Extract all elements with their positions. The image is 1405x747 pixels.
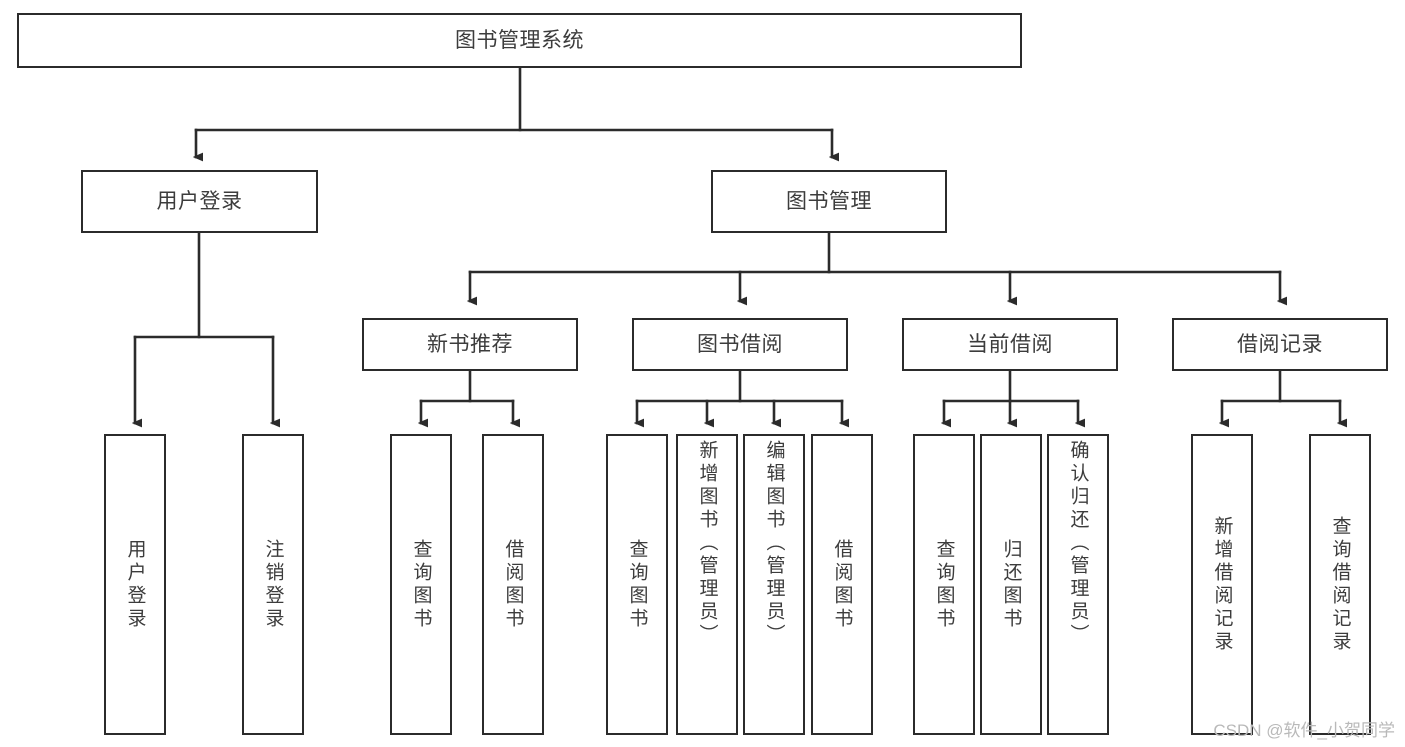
node-label: 新增图书（管理员） <box>696 440 718 647</box>
node-label: 借阅图书 <box>502 538 524 631</box>
node-label: 图书借阅 <box>697 332 783 356</box>
node-label: 确认归还（管理员） <box>1067 440 1089 647</box>
node-label: 用户登录 <box>156 189 243 213</box>
node-book-management[interactable]: 图书管理 <box>711 170 947 233</box>
node-user-login[interactable]: 用户登录 <box>81 170 318 233</box>
node-label: 新书推荐 <box>427 332 513 356</box>
leaf-user-login[interactable]: 用户登录 <box>104 434 166 735</box>
leaf-query-borrow-record[interactable]: 查询借阅记录 <box>1309 434 1371 735</box>
node-label: 借阅记录 <box>1237 332 1323 356</box>
leaf-add-book-admin[interactable]: 新增图书（管理员） <box>676 434 738 735</box>
node-label: 用户登录 <box>124 538 146 631</box>
leaf-confirm-return-admin[interactable]: 确认归还（管理员） <box>1047 434 1109 735</box>
node-root-book-management-system[interactable]: 图书管理系统 <box>17 13 1022 68</box>
leaf-query-book-recommend[interactable]: 查询图书 <box>390 434 452 735</box>
node-label: 查询图书 <box>410 538 432 631</box>
node-label: 图书管理 <box>786 189 872 213</box>
leaf-logout-login[interactable]: 注销登录 <box>242 434 304 735</box>
leaf-edit-book-admin[interactable]: 编辑图书（管理员） <box>743 434 805 735</box>
node-label: 借阅图书 <box>831 538 853 631</box>
node-label: 归还图书 <box>1000 538 1022 631</box>
leaf-borrow-book-recommend[interactable]: 借阅图书 <box>482 434 544 735</box>
node-label: 查询借阅记录 <box>1329 515 1351 654</box>
node-label: 新增借阅记录 <box>1211 515 1233 654</box>
node-label: 查询图书 <box>933 538 955 631</box>
leaf-query-book-borrow[interactable]: 查询图书 <box>606 434 668 735</box>
leaf-query-book-current[interactable]: 查询图书 <box>913 434 975 735</box>
node-label: 当前借阅 <box>967 332 1053 356</box>
node-book-borrow[interactable]: 图书借阅 <box>632 318 848 371</box>
leaf-borrow-book[interactable]: 借阅图书 <box>811 434 873 735</box>
node-current-borrow[interactable]: 当前借阅 <box>902 318 1118 371</box>
node-new-book-recommend[interactable]: 新书推荐 <box>362 318 578 371</box>
node-label: 编辑图书（管理员） <box>763 440 785 647</box>
node-label: 查询图书 <box>626 538 648 631</box>
node-label: 图书管理系统 <box>455 28 584 52</box>
node-borrow-record[interactable]: 借阅记录 <box>1172 318 1388 371</box>
node-label: 注销登录 <box>262 538 284 631</box>
leaf-return-book[interactable]: 归还图书 <box>980 434 1042 735</box>
leaf-add-borrow-record[interactable]: 新增借阅记录 <box>1191 434 1253 735</box>
